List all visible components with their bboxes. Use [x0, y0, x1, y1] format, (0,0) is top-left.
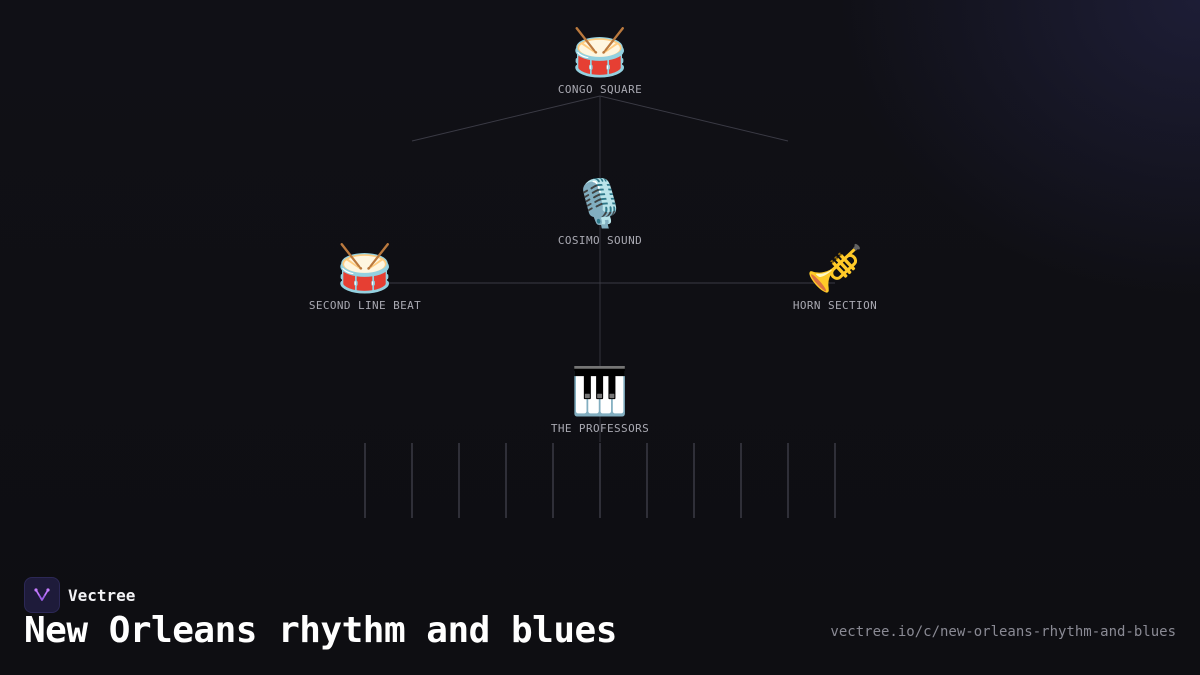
brand-name: Vectree	[68, 585, 136, 605]
trumpet-icon: 🎺	[806, 241, 864, 295]
node-congo-square[interactable]: 🥁 CONGO SQUARE	[500, 24, 700, 96]
piano-keyboard-icon: 🎹	[571, 364, 629, 418]
drum-icon: 🥁	[336, 241, 394, 295]
drum-icon: 🥁	[571, 25, 629, 79]
node-horn-section[interactable]: 🎺 HORN SECTION	[735, 240, 935, 312]
node-label: COSIMO SOUND	[557, 234, 643, 247]
page-title: New Orleans rhythm and blues	[24, 610, 617, 651]
page-url[interactable]: vectree.io/c/new-orleans-rhythm-and-blue…	[830, 624, 1176, 640]
node-cosimo-sound[interactable]: 🎙️ COSIMO SOUND	[500, 175, 700, 247]
node-the-professors[interactable]: 🎹 THE PROFESSORS	[500, 363, 700, 435]
node-label: SECOND LINE BEAT	[308, 299, 422, 312]
brand[interactable]: Vectree	[24, 577, 135, 613]
connector-line	[411, 95, 601, 142]
vertical-ticks	[364, 443, 836, 518]
microphone-icon: 🎙️	[571, 176, 629, 230]
node-label: CONGO SQUARE	[557, 83, 643, 96]
node-second-line-beat[interactable]: 🥁 SECOND LINE BEAT	[265, 240, 465, 312]
node-label: HORN SECTION	[792, 299, 878, 312]
node-label: THE PROFESSORS	[550, 422, 650, 435]
connector-line	[599, 95, 789, 142]
vectree-logo-icon	[24, 577, 60, 613]
